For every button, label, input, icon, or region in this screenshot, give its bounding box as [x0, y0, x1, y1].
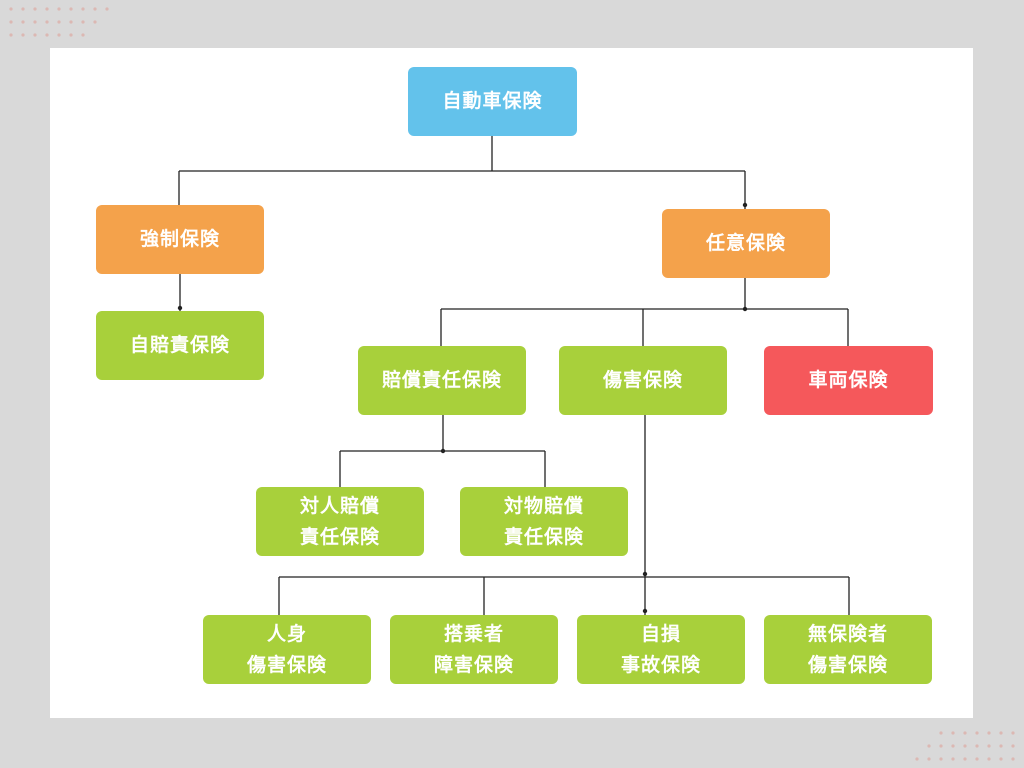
node-uninsured-motorist-injury: 無保険者 傷害保険 [764, 615, 932, 684]
decorative-dot [951, 731, 955, 735]
dot-pattern-top-left [9, 7, 109, 37]
node-label-line-1: 無保険者 [807, 622, 888, 645]
decorative-dot [33, 7, 37, 11]
node-label-line-1: 対物賠償 [503, 494, 584, 517]
node-label: 車両保険 [808, 369, 889, 391]
node-vehicle-insurance: 車両保険 [764, 346, 933, 415]
node-injury-insurance: 傷害保険 [559, 346, 727, 415]
decorative-dot [45, 20, 49, 24]
node-compulsory-insurance: 強制保険 [96, 205, 264, 274]
decorative-dot [951, 757, 955, 761]
node-label-line-2: 事故保険 [620, 653, 701, 676]
node-label: 賠償責任保険 [381, 369, 502, 391]
decorative-dot [939, 731, 943, 735]
decorative-dot [975, 744, 979, 748]
decorative-dot [999, 731, 1003, 735]
decorative-dot [69, 7, 73, 11]
node-property-damage-liability: 対物賠償 責任保険 [460, 487, 628, 556]
node-label-line-2: 責任保険 [503, 525, 584, 548]
decorative-dot [81, 20, 85, 24]
node-self-inflicted-accident: 自損 事故保険 [577, 615, 745, 684]
decorative-dot [939, 744, 943, 748]
node-label-line-1: 搭乗者 [443, 622, 504, 645]
decorative-dot [33, 20, 37, 24]
node-auto-insurance: 自動車保険 [408, 67, 577, 136]
decorative-dot [33, 33, 37, 37]
decorative-dot [9, 7, 13, 11]
decorative-dot [987, 744, 991, 748]
decorative-dot [1011, 757, 1015, 761]
node-label: 自賠責保険 [129, 334, 230, 356]
decorative-dot [9, 20, 13, 24]
node-liability-insurance: 賠償責任保険 [358, 346, 526, 415]
decorative-dot [963, 731, 967, 735]
connector-dot [177, 305, 183, 311]
node-label: 強制保険 [139, 228, 220, 250]
decorative-dot [93, 7, 97, 11]
node-cali-insurance: 自賠責保険 [96, 311, 264, 380]
decorative-dot [975, 757, 979, 761]
decorative-dot [9, 33, 13, 37]
node-label-line-1: 自損 [640, 622, 681, 645]
connector-dot [440, 448, 446, 454]
node-label-line-2: 傷害保険 [807, 653, 888, 676]
decorative-dot [963, 757, 967, 761]
decorative-dot [963, 744, 967, 748]
node-label: 自動車保険 [442, 90, 543, 112]
decorative-dot [987, 731, 991, 735]
decorative-dot [915, 757, 919, 761]
connector-dot [742, 202, 748, 208]
decorative-dot [1011, 731, 1015, 735]
decorative-dot [45, 33, 49, 37]
decorative-dot [21, 7, 25, 11]
node-label: 任意保険 [705, 232, 786, 254]
decorative-dot [999, 757, 1003, 761]
decorative-dot [939, 757, 943, 761]
decorative-dot [45, 7, 49, 11]
node-personal-injury: 人身 傷害保険 [203, 615, 371, 684]
node-label: 傷害保険 [602, 369, 683, 391]
decorative-dot [57, 20, 61, 24]
decorative-dot [93, 20, 97, 24]
decorative-dot [105, 7, 109, 11]
node-label-line-1: 人身 [266, 622, 307, 645]
node-label-line-2: 責任保険 [299, 525, 380, 548]
connector-dot [642, 571, 648, 577]
decorative-dot [951, 744, 955, 748]
decorative-dot [69, 20, 73, 24]
decorative-dot [1011, 744, 1015, 748]
decorative-dot [927, 744, 931, 748]
node-label-line-1: 対人賠償 [299, 494, 380, 517]
node-passenger-injury: 搭乗者 障害保険 [390, 615, 558, 684]
node-voluntary-insurance: 任意保険 [662, 209, 830, 278]
decorative-dot [927, 757, 931, 761]
node-bodily-injury-liability: 対人賠償 責任保険 [256, 487, 424, 556]
decorative-dot [81, 7, 85, 11]
decorative-dot [57, 7, 61, 11]
decorative-dot [21, 33, 25, 37]
decorative-dot [975, 731, 979, 735]
decorative-dot [987, 757, 991, 761]
decorative-dot [57, 33, 61, 37]
connector-dot [642, 608, 648, 614]
connector-dot [742, 306, 748, 312]
decorative-dot [999, 744, 1003, 748]
node-label-line-2: 障害保険 [433, 653, 514, 676]
node-label-line-2: 傷害保険 [246, 653, 327, 676]
dot-pattern-bottom-right [915, 731, 1015, 761]
decorative-dot [21, 20, 25, 24]
decorative-dot [81, 33, 85, 37]
decorative-dot [69, 33, 73, 37]
